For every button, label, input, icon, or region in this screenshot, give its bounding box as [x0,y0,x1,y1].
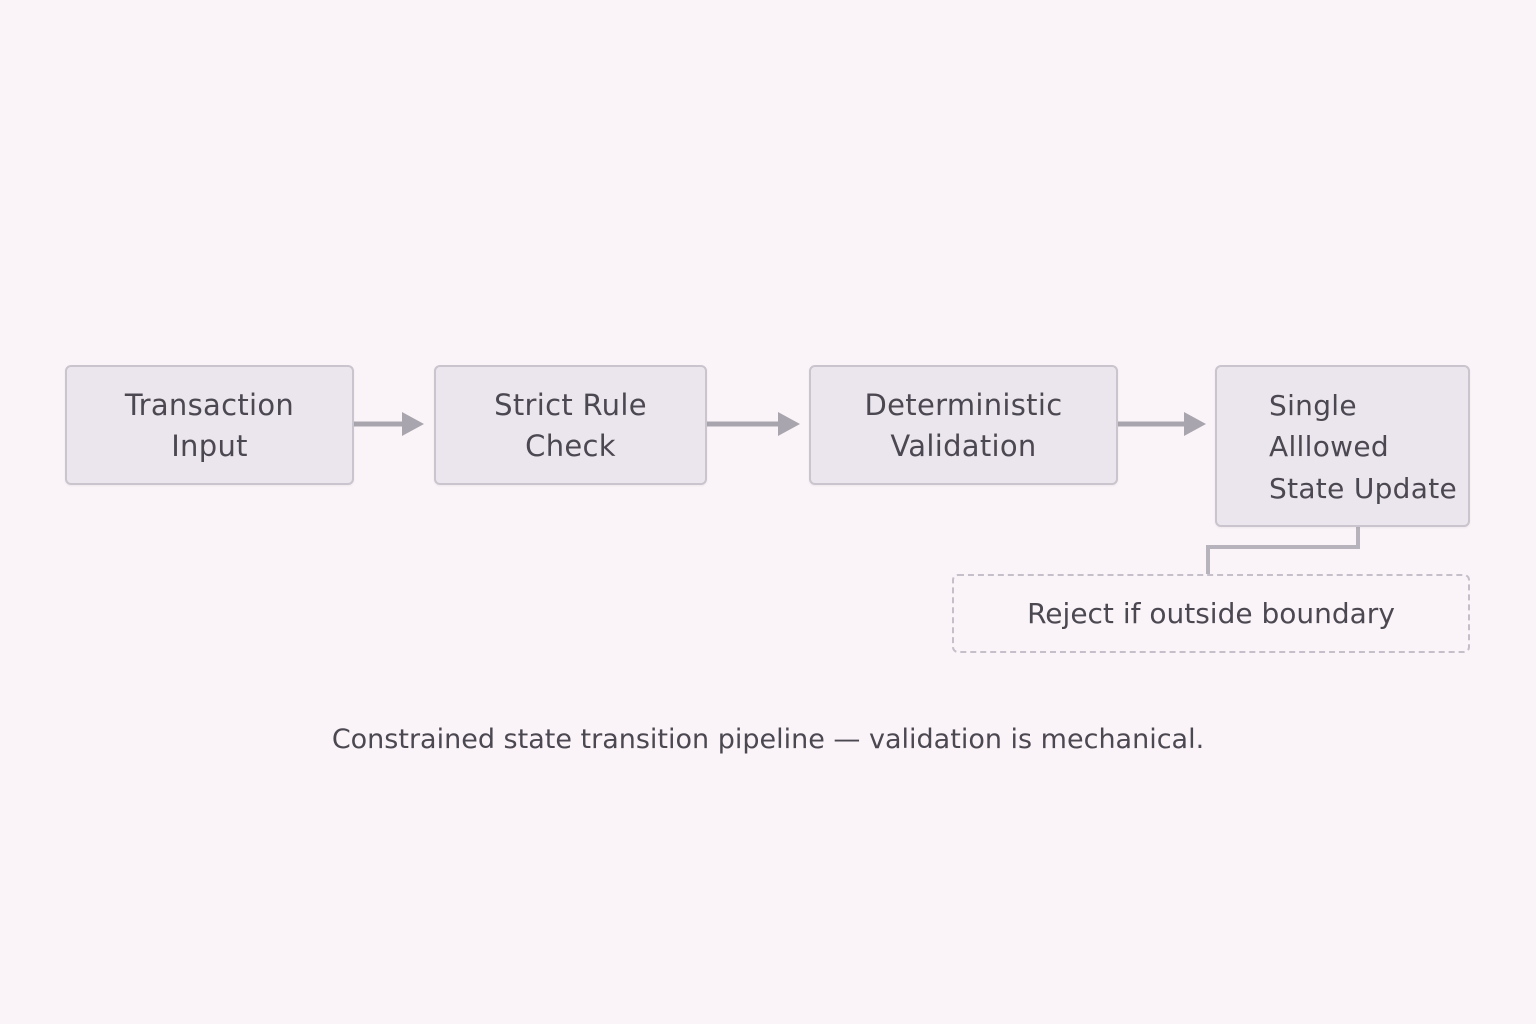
node-label-line: State Update [1269,472,1458,505]
node-single-allowed-state-update: Single Alllowed State Update [1215,365,1470,527]
node-label-line: Transaction [124,388,295,422]
node-strict-rule-check: Strict Rule Check [434,365,707,485]
node-label-line: Input [171,429,248,463]
elbow-state-update-to-reject [1206,527,1360,574]
node-label-line: Check [525,429,616,463]
node-label-line: Alllowed [1269,430,1389,463]
node-label-line: Strict Rule [494,388,647,422]
node-label-line: Deterministic [864,388,1063,422]
arrow-input-to-rule-check [354,412,424,436]
node-label-line: Validation [890,429,1037,463]
node-transaction-input: Transaction Input [65,365,354,485]
reject-note-label: Reject if outside boundary [1027,597,1395,630]
node-deterministic-validation: Deterministic Validation [809,365,1118,485]
arrow-rule-check-to-validation [707,412,800,436]
reject-note-box: Reject if outside boundary [952,574,1470,653]
node-label-line: Single [1269,389,1357,422]
arrow-validation-to-state-update [1118,412,1206,436]
diagram-caption: Constrained state transition pipeline — … [331,724,1205,755]
